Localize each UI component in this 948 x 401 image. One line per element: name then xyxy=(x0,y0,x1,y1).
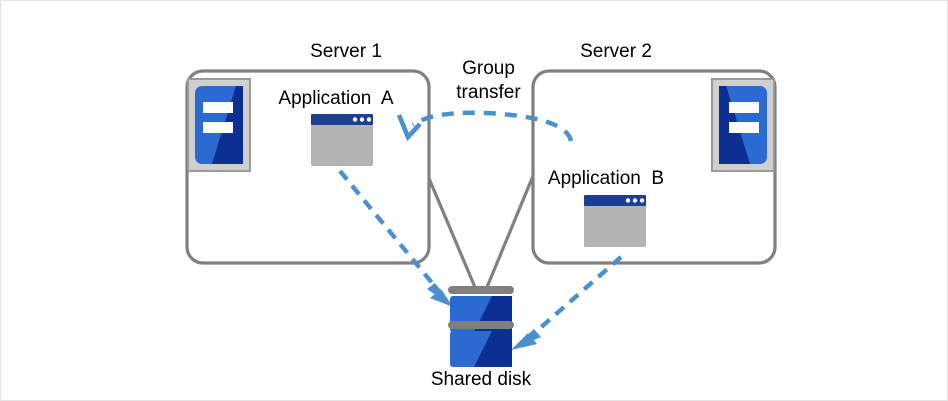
app-a-to-disk-arrow xyxy=(338,169,453,307)
app-a-to-disk-dashed-line xyxy=(338,169,444,297)
disk-unit-bottom xyxy=(448,321,514,367)
application-window-icon[interactable] xyxy=(584,195,646,247)
shared-disk-label: Shared disk xyxy=(430,369,532,390)
group-transfer-label-line2: transfer xyxy=(456,82,521,104)
server-1-title: Server 1 xyxy=(310,41,382,62)
app-b-arrowhead-icon xyxy=(511,329,541,350)
group-transfer-arrow xyxy=(396,110,574,142)
disk-stack-icon[interactable] xyxy=(448,286,514,367)
application-window-icon[interactable] xyxy=(311,114,373,166)
group-transfer-dashed-arc xyxy=(411,110,574,142)
application-a-label: Application A xyxy=(278,88,394,109)
app-b-to-disk-arrow xyxy=(511,255,623,350)
app-a-arrowhead-icon xyxy=(427,283,453,307)
server-to-disk-lines xyxy=(426,175,535,293)
group-transfer-label: Group transfer xyxy=(406,57,571,106)
server-rack-icon xyxy=(711,78,775,172)
application-b-label: Application B xyxy=(547,168,665,189)
group-transfer-arrowhead-icon xyxy=(396,114,422,142)
server-1-to-disk-line xyxy=(426,175,479,293)
server-2-to-disk-line xyxy=(483,175,535,293)
server-2-title: Server 2 xyxy=(580,41,652,62)
group-transfer-label-line1: Group xyxy=(462,58,515,79)
app-b-to-disk-dashed-line xyxy=(529,255,623,338)
